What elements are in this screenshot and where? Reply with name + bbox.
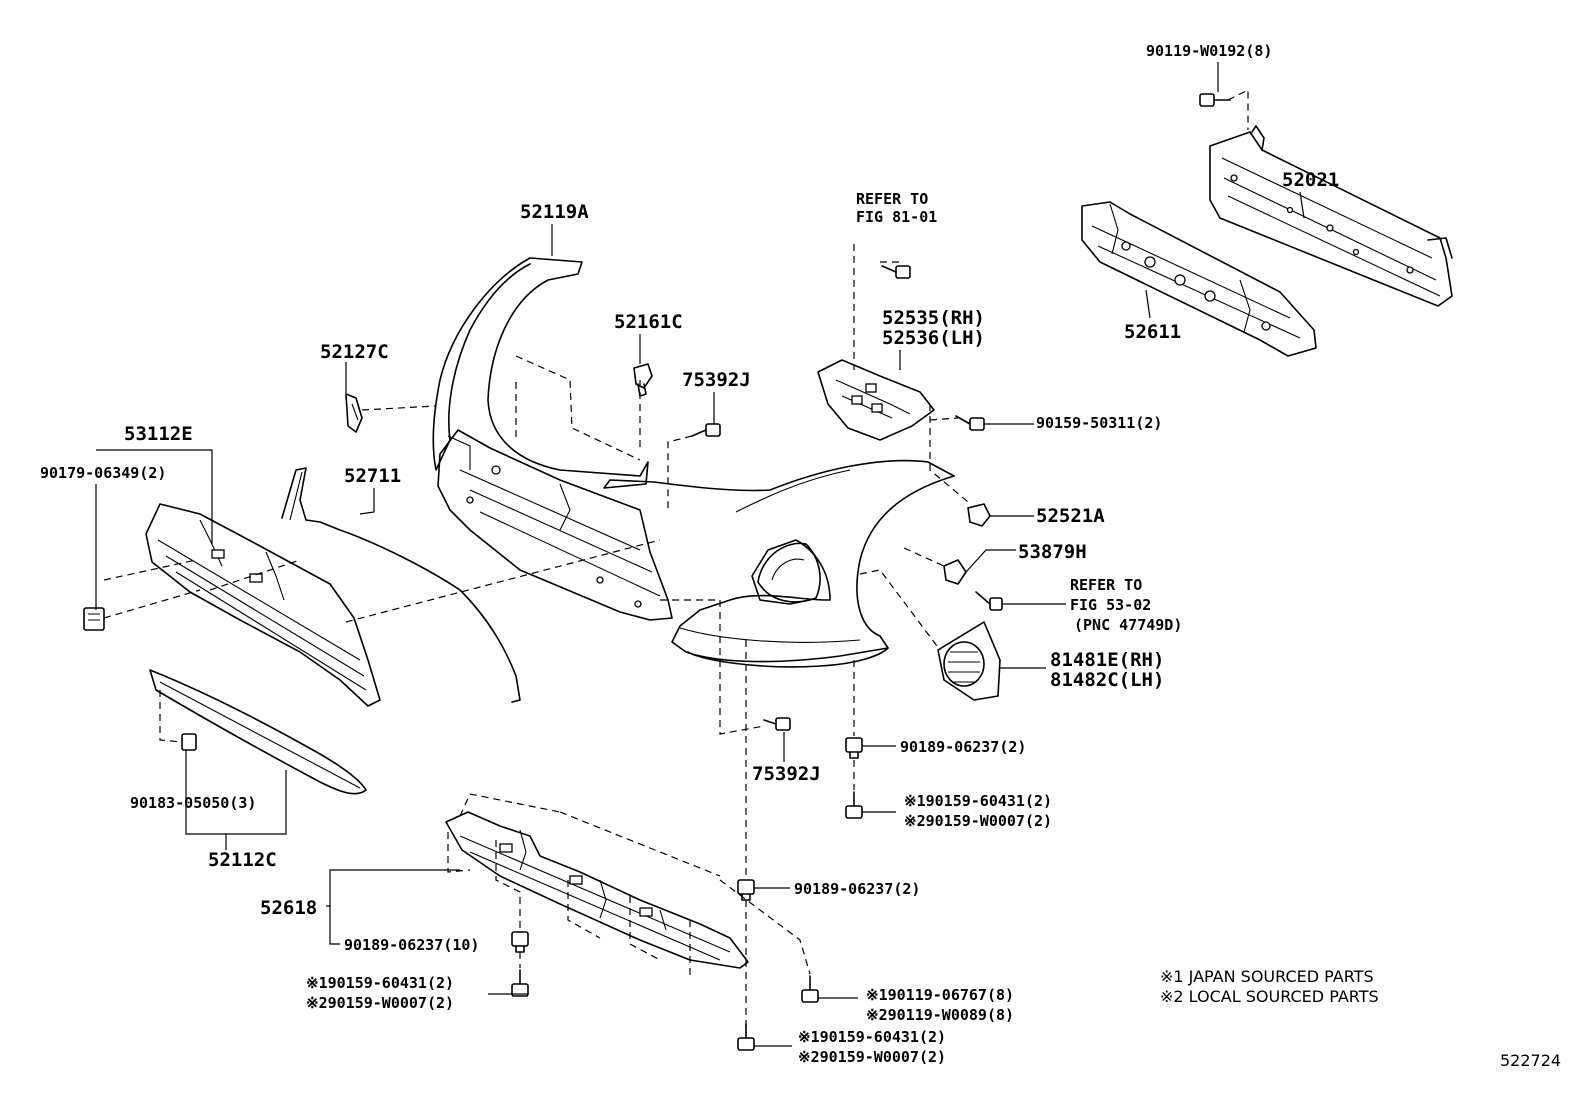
- label-refer-top-line2: FIG 81-01: [856, 208, 937, 226]
- label-nut-90183-05050: 90183-05050(3): [130, 794, 256, 812]
- label-screw-right-local: ※290159-W0007(2): [904, 812, 1052, 830]
- bumper-lower-section-drawing: [437, 429, 673, 621]
- label-fog-cover-rh: 81481E(RH): [1050, 649, 1164, 671]
- note-local-sourced: ※2 LOCAL SOURCED PARTS: [1160, 987, 1379, 1006]
- note-japan-sourced: ※1 JAPAN SOURCED PARTS: [1160, 967, 1374, 986]
- clip-icon: [83, 607, 105, 631]
- leader-lines: [95, 62, 1305, 1047]
- label-bolt-90119-w0192: 90119-W0192(8): [1146, 42, 1272, 60]
- retainer-icon: [943, 559, 967, 585]
- label-refer-top-line1: REFER TO: [856, 190, 928, 208]
- energy-absorber-drawing: [1081, 201, 1317, 357]
- label-plug-75392j-top: 75392J: [682, 369, 751, 391]
- clip-icon: [737, 879, 755, 901]
- label-screw-bottom-left-japan: ※190159-60431(2): [306, 974, 454, 992]
- label-retainer-53879h: 53879H: [1018, 541, 1087, 563]
- retainer-icon: [967, 503, 991, 527]
- bumper-cover-drawing: [432, 257, 955, 668]
- grille-molding-drawing: [149, 669, 367, 795]
- plug-icon: [763, 717, 791, 731]
- side-support-drawing: [817, 359, 935, 441]
- label-reinforcement-52021: 52021: [1282, 169, 1339, 191]
- label-molding-52112c: 52112C: [208, 849, 277, 871]
- label-refer-mid-line2: FIG 53-02: [1070, 596, 1151, 614]
- radiator-grille-drawing: [145, 503, 381, 707]
- label-screw-bottom-left-local: ※290159-W0007(2): [306, 994, 454, 1012]
- label-bolt-bottom-right-japan: ※190119-06767(8): [866, 986, 1014, 1004]
- label-clip-90179-06349: 90179-06349(2): [40, 464, 166, 482]
- label-clip-90189-06237-right: 90189-06237(2): [900, 738, 1026, 756]
- screw-icon: [511, 969, 529, 997]
- label-bolt-bottom-right-local: ※290119-W0089(8): [866, 1006, 1014, 1024]
- label-grille-53112e: 53112E: [124, 423, 193, 445]
- clip-icon: [511, 931, 529, 953]
- label-screw-right-japan: ※190159-60431(2): [904, 792, 1052, 810]
- label-plug-75392j-bottom: 75392J: [752, 763, 821, 785]
- label-screw-bottom-center-japan: ※190159-60431(2): [798, 1028, 946, 1046]
- label-frame-52711: 52711: [344, 465, 401, 487]
- label-retainer-52521a: 52521A: [1036, 505, 1105, 527]
- screw-icon: [955, 415, 985, 431]
- cap-drawing: [345, 393, 363, 433]
- label-refer-mid-line1: REFER TO: [1070, 576, 1142, 594]
- grille-frame-drawing: [281, 467, 521, 703]
- label-clip-90189-06237-10: 90189-06237(10): [344, 936, 479, 954]
- label-absorber-52611: 52611: [1124, 321, 1181, 343]
- label-retainer-52161c: 52161C: [614, 311, 683, 333]
- bumper-reinforcement-drawing: [1209, 125, 1453, 307]
- screw-icon: [975, 591, 1003, 611]
- label-support-lh: 52536(LH): [882, 327, 985, 349]
- bolt-icon: [1199, 93, 1231, 107]
- label-fog-cover-lh: 81482C(LH): [1050, 669, 1164, 691]
- label-refer-mid-line3: (PNC 47749D): [1074, 616, 1182, 634]
- screw-icon: [845, 791, 863, 819]
- label-cap-52127c: 52127C: [320, 341, 389, 363]
- label-support-rh: 52535(RH): [882, 307, 985, 329]
- figure-id: 522724: [1500, 1051, 1561, 1070]
- assembly-dashed-lines: [103, 89, 1249, 1036]
- clip-icon: [845, 737, 863, 759]
- nut-icon: [181, 733, 197, 751]
- bolt-icon: [881, 265, 911, 279]
- engine-under-cover-drawing: [445, 811, 749, 969]
- label-clip-90189-06237-center: 90189-06237(2): [794, 880, 920, 898]
- label-under-cover-52618: 52618: [260, 897, 317, 919]
- label-screw-bottom-center-local: ※290159-W0007(2): [798, 1048, 946, 1066]
- label-screw-90159-50311: 90159-50311(2): [1036, 414, 1162, 432]
- bolt-icon: [801, 975, 819, 1003]
- fog-lamp-cover-drawing: [937, 621, 1001, 701]
- label-cover-52119a: 52119A: [520, 201, 589, 223]
- screw-icon: [737, 1023, 755, 1051]
- retainer-clip-icon: [633, 363, 653, 397]
- plug-icon: [691, 423, 721, 437]
